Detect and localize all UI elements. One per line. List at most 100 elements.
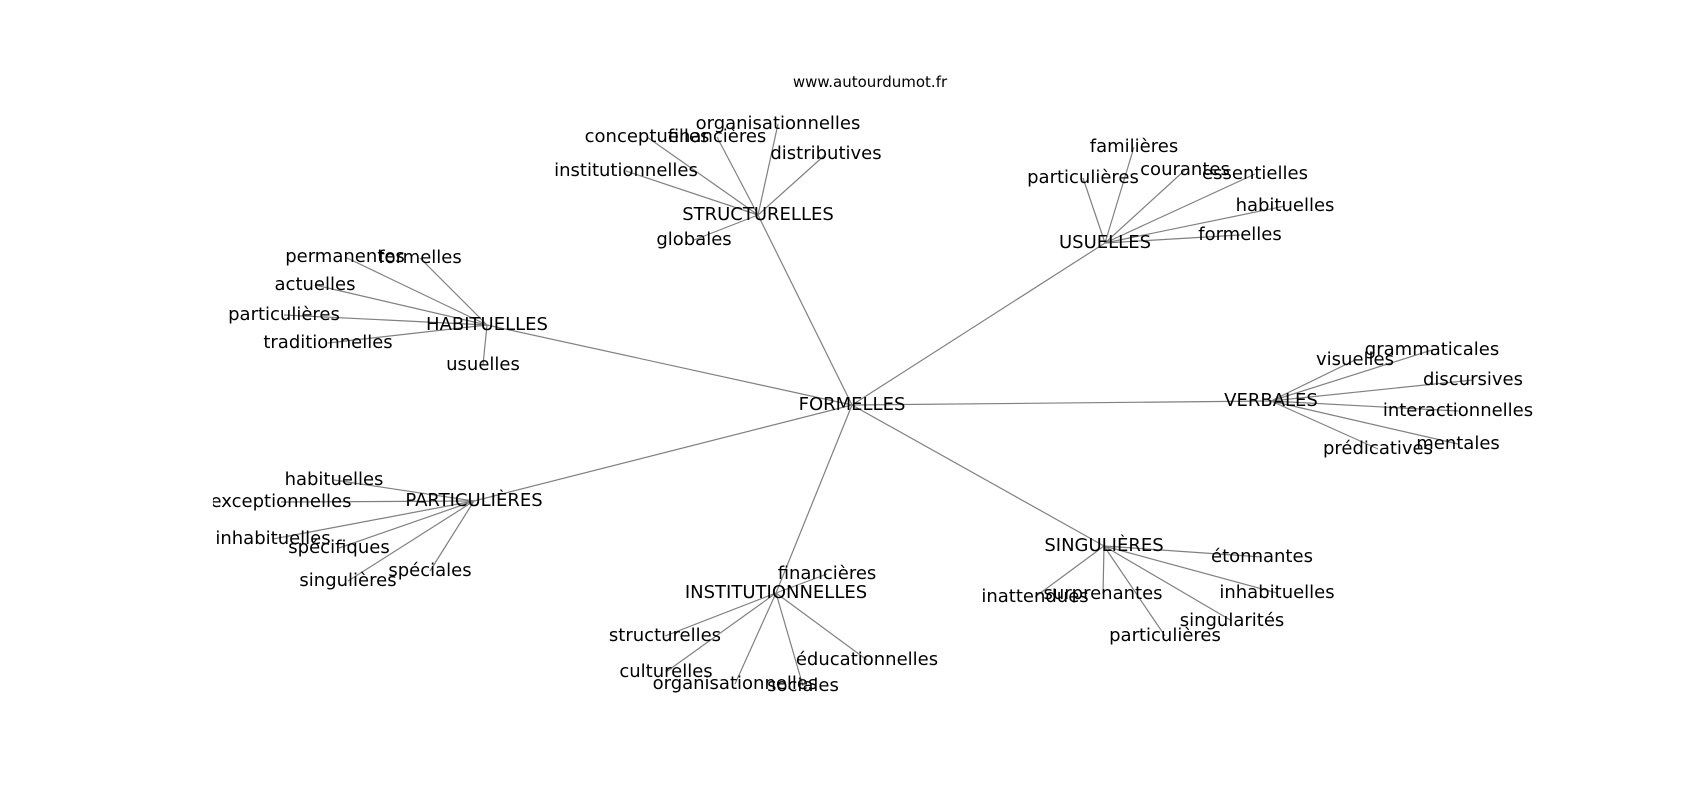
leaf-node-h-particulieres[interactable]: particulières <box>228 304 340 325</box>
leaf-node-v-predicatives[interactable]: prédicatives <box>1323 438 1433 459</box>
hub-node-habituelles[interactable]: HABITUELLES <box>426 314 548 335</box>
leaf-node-u-courantes[interactable]: courantes <box>1140 159 1230 180</box>
label-layer: FORMELLES STRUCTURELLES organisationnelles… <box>211 113 1533 696</box>
leaf-node-p-specifiques[interactable]: spécifiques <box>288 537 389 558</box>
leaf-node-g-inhabituelles[interactable]: inhabituelles <box>1219 582 1334 603</box>
leaf-node-h-actuelles[interactable]: actuelles <box>275 274 356 295</box>
edge-particulieres-p-specifiques <box>338 500 475 549</box>
edge-habituelles-h-actuelles <box>314 284 488 326</box>
leaf-node-i-educationnelles[interactable]: éducationnelles <box>796 649 938 670</box>
leaf-node-g-inattendues[interactable]: inattendues <box>981 586 1088 607</box>
edge-usuelles-u-habituelles <box>1104 205 1286 244</box>
leaf-node-g-etonnantes[interactable]: étonnantes <box>1211 546 1313 567</box>
edge-institutionnelles-i-financieres <box>775 573 828 594</box>
edge-habituelles-h-formelles <box>419 257 488 326</box>
hub-node-singulieres[interactable]: SINGULIÈRES <box>1044 534 1163 556</box>
edge-verbales-v-mentales <box>1270 400 1459 445</box>
edge-structurelles-s-distributives <box>757 153 827 216</box>
edge-usuelles-u-familieres <box>1104 146 1135 244</box>
edge-formelles-usuelles <box>851 242 1106 406</box>
edge-structurelles-s-financieres <box>716 136 759 216</box>
edge-singulieres-g-singularites <box>1103 545 1233 622</box>
leaf-node-u-formelles[interactable]: formelles <box>1198 224 1282 245</box>
hub-node-particulieres[interactable]: PARTICULIÈRES <box>405 489 542 511</box>
leaf-node-i-organisationnelles[interactable]: organisationnelles <box>653 673 818 694</box>
edge-particulieres-p-singulieres <box>347 500 475 582</box>
edge-institutionnelles-i-sociales <box>775 592 804 687</box>
leaf-node-s-conceptuelles[interactable]: conceptuelles <box>585 126 710 147</box>
leaf-node-p-speciales[interactable]: spéciales <box>388 560 471 581</box>
edge-formelles-institutionnelles <box>775 404 853 594</box>
edge-verbales-v-interactionnelles <box>1270 400 1459 412</box>
edge-singulieres-g-etonnantes <box>1103 545 1263 558</box>
leaf-node-v-visuelles[interactable]: visuelles <box>1316 349 1394 370</box>
center-node-formelles[interactable]: FORMELLES <box>799 394 906 415</box>
hub-node-verbales[interactable]: VERBALES <box>1224 390 1318 411</box>
leaf-node-u-particulieres[interactable]: particulières <box>1027 167 1139 188</box>
leaf-node-g-particulieres[interactable]: particulières <box>1109 625 1221 646</box>
leaf-node-s-organisationnelles[interactable]: organisationnelles <box>696 113 861 134</box>
edge-layer <box>272 123 1474 687</box>
edge-particulieres-p-habituelles <box>333 479 475 502</box>
edge-structurelles-s-institutionnelles <box>625 170 759 216</box>
edge-structurelles-s-organisationnelles <box>757 123 779 216</box>
edge-institutionnelles-i-organisationnelles <box>734 592 777 685</box>
leaf-node-i-structurelles[interactable]: structurelles <box>609 625 721 646</box>
hub-node-institutionnelles[interactable]: INSTITUTIONNELLES <box>685 582 867 603</box>
edge-formelles-singulieres <box>851 404 1105 547</box>
edge-usuelles-u-courantes <box>1104 169 1186 244</box>
leaf-node-s-institutionnelles[interactable]: institutionnelles <box>554 160 698 181</box>
leaf-node-s-financieres[interactable]: financières <box>668 126 767 147</box>
edge-usuelles-u-formelles <box>1104 234 1241 244</box>
edge-habituelles-h-traditionnelles <box>327 324 488 344</box>
leaf-node-u-habituelles[interactable]: habituelles <box>1236 195 1335 216</box>
leaf-node-i-sociales[interactable]: sociales <box>767 675 839 696</box>
edge-structurelles-s-conceptuelles <box>646 136 759 216</box>
leaf-node-h-usuelles[interactable]: usuelles <box>446 354 520 375</box>
leaf-node-g-surprenantes[interactable]: surprenantes <box>1043 583 1162 604</box>
edge-particulieres-p-inhabituelles <box>272 500 475 540</box>
leaf-node-u-familieres[interactable]: familières <box>1090 136 1178 157</box>
edge-formelles-particulieres <box>473 404 853 502</box>
edge-particulieres-p-exceptionnelles <box>280 500 475 503</box>
edge-institutionnelles-i-structurelles <box>664 592 777 637</box>
edge-habituelles-h-usuelles <box>482 324 488 366</box>
leaf-node-s-distributives[interactable]: distributives <box>770 143 881 164</box>
leaf-node-v-interactionnelles[interactable]: interactionnelles <box>1383 400 1533 421</box>
edge-usuelles-u-particulieres <box>1082 177 1106 244</box>
edge-usuelles-u-essentielles <box>1104 173 1256 244</box>
edge-formelles-verbales <box>851 400 1272 406</box>
edge-formelles-habituelles <box>486 324 853 406</box>
edge-verbales-v-grammaticales <box>1270 349 1433 402</box>
edge-singulieres-g-surprenantes <box>1102 545 1105 595</box>
leaf-node-s-globales[interactable]: globales <box>656 229 731 250</box>
leaf-node-v-discursives[interactable]: discursives <box>1423 369 1523 390</box>
leaf-node-i-financieres[interactable]: financières <box>778 563 877 584</box>
leaf-node-h-formelles[interactable]: formelles <box>378 247 462 268</box>
leaf-node-u-essentielles[interactable]: essentielles <box>1202 163 1308 184</box>
hub-node-structurelles[interactable]: STRUCTURELLES <box>682 204 834 225</box>
leaf-node-v-mentales[interactable]: mentales <box>1416 433 1500 454</box>
edge-particulieres-p-speciales <box>429 500 475 572</box>
edge-formelles-structurelles <box>757 214 853 406</box>
edge-verbales-v-visuelles <box>1270 359 1356 402</box>
hub-node-usuelles[interactable]: USUELLES <box>1059 232 1151 253</box>
leaf-node-v-grammaticales[interactable]: grammaticales <box>1365 339 1499 360</box>
leaf-node-g-singularites[interactable]: singularités <box>1180 610 1285 631</box>
leaf-node-p-singulieres[interactable]: singulières <box>299 570 396 591</box>
leaf-node-h-traditionnelles[interactable]: traditionnelles <box>263 332 392 353</box>
leaf-node-p-inhabituelles[interactable]: inhabituelles <box>215 528 330 549</box>
edge-singulieres-g-inhabituelles <box>1103 545 1278 594</box>
leaf-node-p-habituelles[interactable]: habituelles <box>285 469 384 490</box>
leaf-node-p-exceptionnelles[interactable]: exceptionnelles <box>211 491 352 512</box>
edge-singulieres-g-inattendues <box>1034 545 1105 598</box>
edge-verbales-v-predicatives <box>1270 400 1379 450</box>
edge-habituelles-h-permanentes <box>344 256 488 326</box>
edge-singulieres-g-particulieres <box>1103 545 1166 637</box>
source-credit: www.autourdumot.fr <box>793 73 948 91</box>
leaf-node-i-culturelles[interactable]: culturelles <box>619 661 712 682</box>
edge-verbales-v-discursives <box>1270 379 1474 402</box>
edge-structurelles-s-globales <box>693 214 759 241</box>
leaf-node-h-permanentes[interactable]: permanentes <box>285 246 405 267</box>
